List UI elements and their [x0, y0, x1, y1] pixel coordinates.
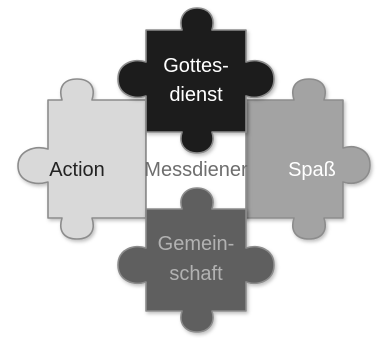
gottesdienst-label-line-1: Gottes- — [163, 55, 229, 77]
spass-label: Spaß — [288, 159, 336, 181]
gemeinschaft-label-line-2: schaft — [169, 263, 223, 285]
gottesdienst-label-line-2: dienst — [169, 84, 223, 106]
messdiener-label: Messdiener — [144, 159, 248, 181]
action-label: Action — [49, 159, 105, 181]
gemeinschaft-label-line-1: Gemein- — [158, 233, 235, 255]
